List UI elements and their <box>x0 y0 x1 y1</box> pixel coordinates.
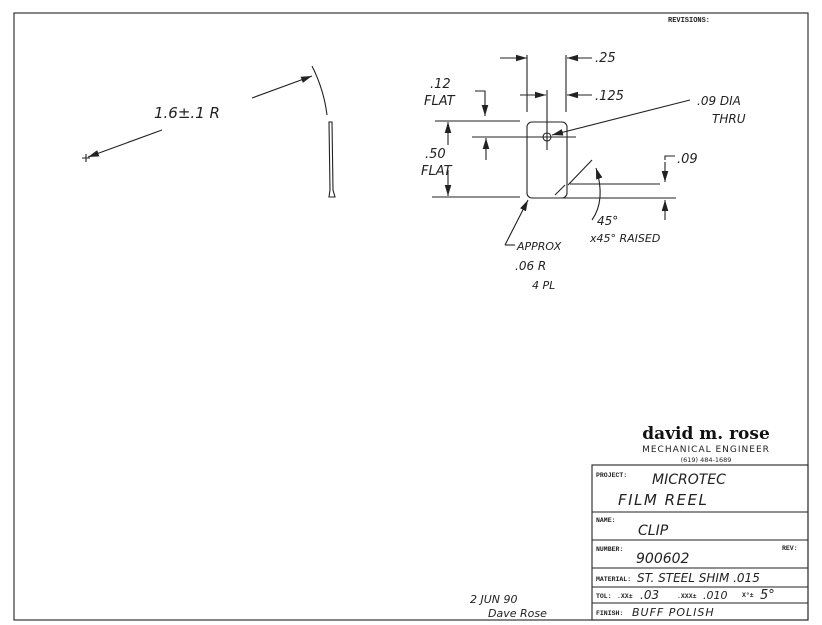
dim-top-flat: FLAT <box>424 94 456 109</box>
title-block: PROJECT: MICROTEC FILM REEL NAME: CLIP N… <box>591 464 809 621</box>
rev-label: REV: <box>782 545 798 552</box>
corner-note-count: 4 PL <box>532 279 555 292</box>
finish-value: BUFF POLISH <box>632 606 715 619</box>
material-label: MATERIAL: <box>596 576 631 583</box>
sheet-border <box>13 12 809 621</box>
angle-note: 45° <box>597 214 618 228</box>
finish-label: FINISH: <box>596 610 623 617</box>
center-mark <box>82 154 90 162</box>
tol-xx-value: .03 <box>640 588 659 602</box>
dim-height-flat: FLAT <box>421 164 453 179</box>
name-value: CLIP <box>638 523 669 539</box>
number-value: 900602 <box>636 551 690 567</box>
revisions-label: REVISIONS: <box>668 17 710 25</box>
name-label: NAME: <box>596 517 616 524</box>
tol-xx-label: .XX± <box>617 593 633 600</box>
project-line2: FILM REEL <box>618 491 708 509</box>
corner-note-radius: .06 R <box>515 259 546 273</box>
signature-date: 2 JUN 90 <box>470 593 518 606</box>
radius-arc <box>311 65 328 116</box>
raised-note: x45° RAISED <box>589 232 660 245</box>
radius-dimension: 1.6±.1 R <box>154 104 220 122</box>
hole-note-thru: THRU <box>712 112 746 126</box>
project-line1: MICROTEC <box>652 472 726 488</box>
company-name: david m. rose <box>642 424 770 444</box>
corner-note-approx: APPROX <box>516 240 562 253</box>
dim-width: .25 <box>595 51 616 66</box>
radius-arrow <box>251 75 313 99</box>
part-front-view: .12 FLAT .50 FLAT .25 .125 .09 DIA THRU … <box>421 51 746 292</box>
dim-hole-offset: .125 <box>595 89 624 104</box>
project-label: PROJECT: <box>596 472 627 479</box>
clip-side-profile <box>328 121 336 198</box>
dim-top-value: .12 <box>430 77 451 92</box>
tol-xxx-value: .010 <box>703 589 728 602</box>
material-value: ST. STEEL SHIM .015 <box>637 571 760 585</box>
company-title: MECHANICAL ENGINEER <box>642 445 770 455</box>
hole-note-dia: .09 DIA <box>697 94 741 108</box>
tol-angle-value: 5° <box>760 588 775 603</box>
tol-angle-label: X°± <box>742 591 754 599</box>
tol-label: TOL: <box>596 593 612 600</box>
tol-xxx-label: .XXX± <box>677 593 697 600</box>
dim-raise: .09 <box>677 152 698 167</box>
company-phone: (619) 484-1689 <box>681 456 732 464</box>
radius-view: 1.6±.1 R <box>82 65 336 198</box>
number-label: NUMBER: <box>596 546 623 553</box>
dim-height-value: .50 <box>425 147 446 162</box>
radius-leader <box>87 129 163 158</box>
signature-name: Dave Rose <box>488 607 547 620</box>
